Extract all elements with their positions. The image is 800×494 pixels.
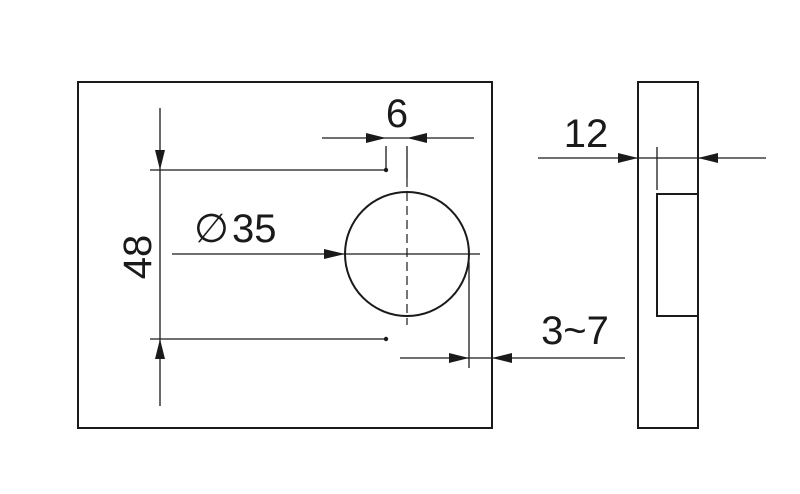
cup-recess-section	[656, 193, 699, 317]
dimension-edge-distance: 3~7	[400, 262, 625, 368]
dimension-diameter-35: ∅ 35	[172, 207, 345, 259]
dimension-48: 48	[116, 108, 384, 406]
side-view: 12	[538, 81, 766, 429]
door-panel-outline	[77, 81, 493, 429]
screw-hole-bottom	[383, 336, 389, 342]
dimension-12: 12	[538, 112, 766, 163]
diameter-symbol: ∅	[194, 207, 229, 251]
edge-distance-label: 3~7	[541, 309, 609, 353]
door-side-outline	[637, 81, 699, 429]
thickness-dimension-label: 12	[564, 112, 609, 156]
diameter-dimension-label: 35	[232, 207, 277, 251]
offset-dimension-label: 6	[386, 92, 408, 136]
height-dimension-label: 48	[116, 235, 160, 280]
screw-hole-top	[383, 167, 389, 173]
dimension-6: 6	[322, 92, 474, 178]
front-view: 48 6 ∅ 35 3~7	[77, 81, 625, 429]
